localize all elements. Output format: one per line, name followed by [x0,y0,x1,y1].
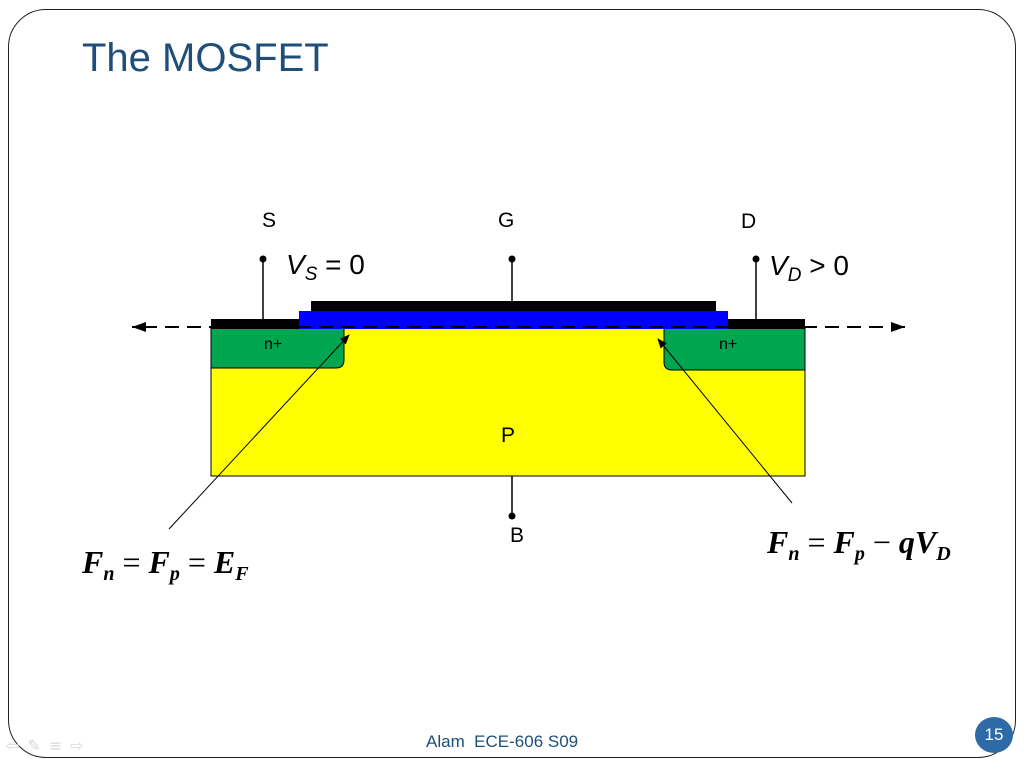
source-n-plus-well [210,327,345,369]
left-equation: Fn = Fp = EF [81,544,249,585]
gate-metal [311,301,716,311]
source-terminal-dot [259,255,267,263]
menu-icon[interactable]: ≡ [48,736,63,755]
left-pointer-arrow [168,334,350,530]
drain-n-plus-well [663,327,806,371]
gate-oxide [299,311,728,329]
body-terminal-dot [508,512,516,520]
right-equation: Fn = Fp − qVD [766,524,951,565]
drain-contact [726,319,805,329]
substrate-label: P [501,424,515,447]
right-pointer-arrow [657,338,793,504]
gate-terminal-dot [508,255,516,263]
drain-well-label: n+ [719,336,737,353]
slide-title: The MOSFET [82,36,329,80]
slide-footer: Alam ECE-606 S09 [426,732,579,751]
drain-voltage-label: VD > 0 [769,250,849,286]
source-well-label: n+ [264,336,282,353]
slideshow-nav-controls: ⇦ ✎ ≡ ⇨ [6,736,84,755]
body-label: B [510,524,524,547]
page-number-badge: 15 [975,717,1013,753]
fermi-arrow-left [132,322,146,332]
gate-label: G [498,209,514,232]
drain-terminal-dot [752,255,760,263]
arrow-right-icon[interactable]: ⇨ [70,736,84,755]
source-label: S [262,209,276,232]
drain-label: D [741,210,756,233]
source-contact [211,319,301,329]
source-voltage-label: VS = 0 [286,249,365,285]
arrow-left-icon[interactable]: ⇦ [6,736,20,755]
pen-icon[interactable]: ✎ [27,736,41,755]
fermi-arrow-right [891,322,905,332]
